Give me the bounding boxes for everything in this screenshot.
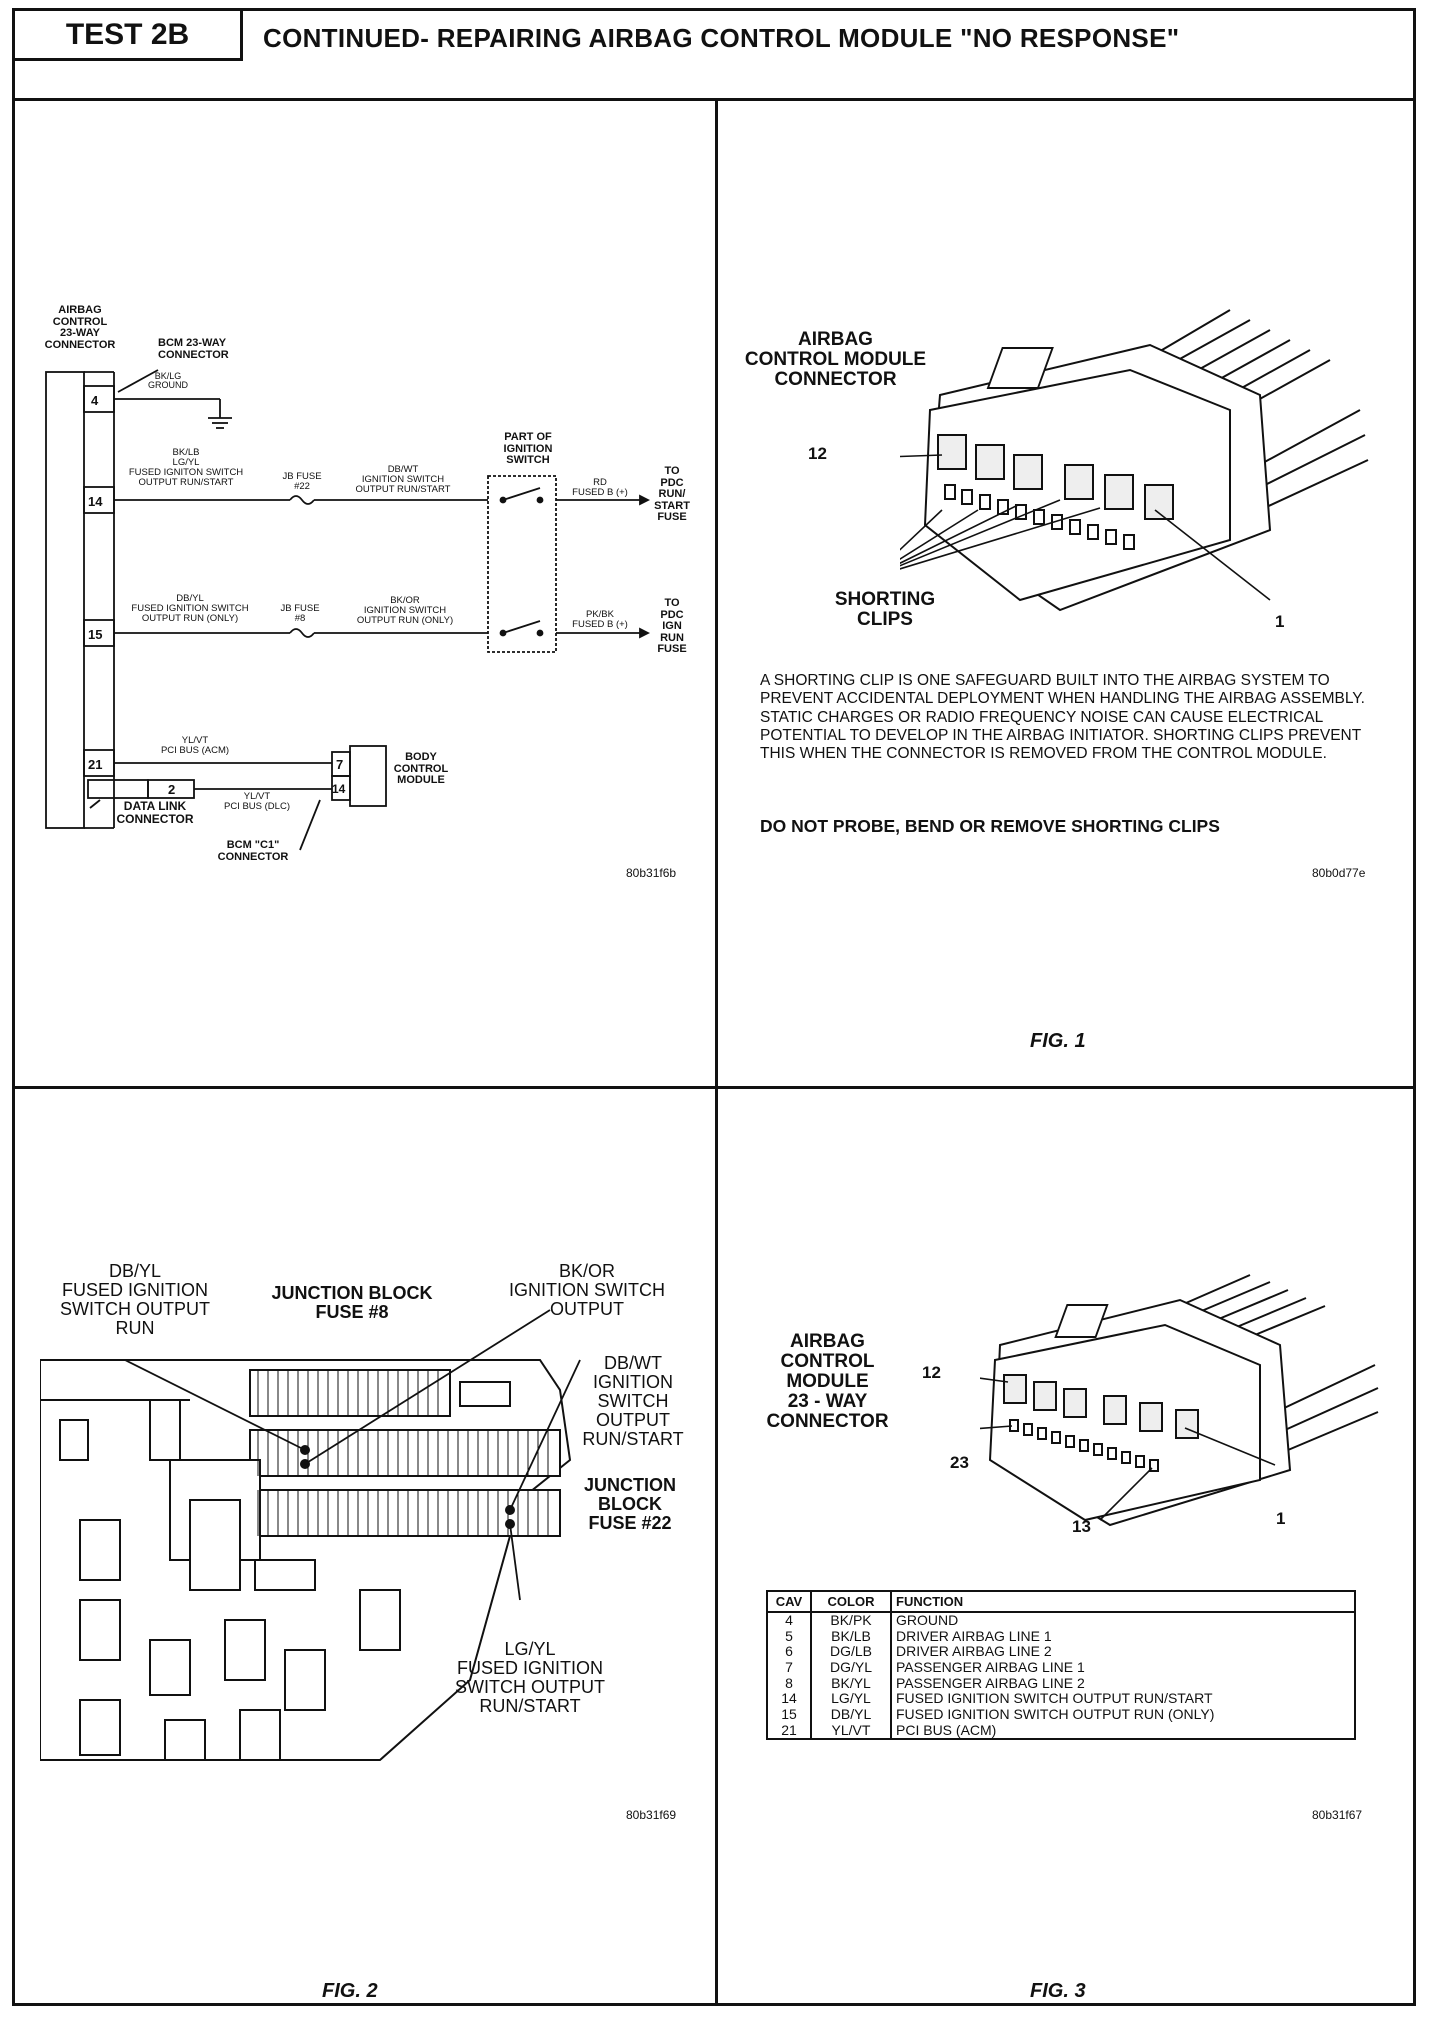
column-divider bbox=[715, 98, 718, 2006]
fig3-connector-drawing bbox=[980, 1274, 1379, 1527]
jb-fuse22-label: JB FUSE#22 bbox=[282, 471, 322, 492]
cavity-table-header: CAV COLOR FUNCTION bbox=[766, 1590, 1356, 1613]
cell-color: YL/VT bbox=[810, 1722, 891, 1740]
fig1-caption: FIG. 1 bbox=[1030, 1030, 1086, 1052]
cell-cav: 21 bbox=[781, 1721, 797, 1738]
header-divider bbox=[15, 98, 1413, 101]
schematic-code: 80b31f6b bbox=[626, 866, 677, 880]
pin-4: 4 bbox=[91, 393, 99, 408]
cell-function: DRIVER AIRBAG LINE 1 bbox=[890, 1628, 1355, 1645]
cell-function: GROUND bbox=[890, 1612, 1355, 1629]
pin-21: 21 bbox=[88, 757, 102, 772]
fig1-callout-12: 12 bbox=[808, 444, 827, 463]
fig3-callout-23: 23 bbox=[950, 1453, 969, 1472]
cell-color: DG/LB bbox=[810, 1644, 891, 1661]
fig1-connector-drawing bbox=[900, 309, 1369, 612]
cell-cav: 15 bbox=[781, 1706, 797, 1723]
cell-function: PCI BUS (ACM) bbox=[890, 1722, 1355, 1740]
jb-fuse8-label: JB FUSE#8 bbox=[280, 603, 320, 624]
cell-function: FUSED IGNITION SWITCH OUTPUT RUN/START bbox=[890, 1691, 1355, 1708]
cell-color: BK/LB bbox=[810, 1628, 891, 1645]
cell-cav: 4 bbox=[785, 1612, 793, 1628]
cell-function: FUSED IGNITION SWITCH OUTPUT RUN (ONLY) bbox=[890, 1706, 1355, 1723]
cell-function: PASSENGER AIRBAG LINE 2 bbox=[890, 1675, 1355, 1692]
fig3-callout-12: 12 bbox=[922, 1363, 941, 1382]
bcm-pin-14: 14 bbox=[332, 782, 346, 796]
cell-cav: 8 bbox=[785, 1674, 793, 1691]
fig2-junction-block-drawing bbox=[40, 1309, 581, 1761]
pin-15: 15 bbox=[88, 627, 102, 642]
cell-color: BK/PK bbox=[810, 1612, 891, 1629]
cell-cav: 6 bbox=[785, 1643, 793, 1660]
fig3-callout-1: 1 bbox=[1276, 1509, 1286, 1528]
cell-color: DG/YL bbox=[810, 1659, 891, 1676]
col-color: COLOR bbox=[810, 1590, 892, 1613]
fig1-code: 80b0d77e bbox=[1312, 866, 1366, 880]
shorting-clip-note: A SHORTING CLIP IS ONE SAFEGUARD BUILT I… bbox=[760, 672, 1365, 763]
cell-cav: 14 bbox=[781, 1690, 797, 1707]
pin-14: 14 bbox=[88, 494, 103, 509]
cell-color: LG/YL bbox=[810, 1691, 891, 1708]
bcm-c1-label: BCM "C1"CONNECTOR bbox=[217, 839, 289, 863]
fig3-callout-13: 13 bbox=[1072, 1517, 1091, 1536]
col-function: FUNCTION bbox=[890, 1590, 1356, 1613]
cell-cav: 7 bbox=[785, 1659, 793, 1676]
fig2-caption: FIG. 2 bbox=[322, 1980, 378, 2002]
row-divider bbox=[15, 1086, 1413, 1089]
fig3-caption: FIG. 3 bbox=[1030, 1980, 1086, 2002]
cell-function: PASSENGER AIRBAG LINE 1 bbox=[890, 1659, 1355, 1676]
test-label: TEST 2B bbox=[15, 11, 243, 61]
cell-color: BK/YL bbox=[810, 1675, 891, 1692]
cell-function: DRIVER AIRBAG LINE 2 bbox=[890, 1644, 1355, 1661]
fig1-callout-1: 1 bbox=[1275, 612, 1285, 631]
cell-color: DB/YL bbox=[810, 1706, 891, 1723]
fig3-code: 80b31f67 bbox=[1312, 1808, 1363, 1822]
bcm-pin-7: 7 bbox=[336, 757, 343, 772]
cell-cav: 5 bbox=[785, 1627, 793, 1644]
service-manual-sheet: TEST 2B CONTINUED- REPAIRING AIRBAG CONT… bbox=[12, 8, 1416, 2006]
col-cav: CAV bbox=[766, 1590, 812, 1613]
dlc-pin-2: 2 bbox=[168, 782, 175, 797]
fig2-code: 80b31f69 bbox=[626, 1808, 677, 1822]
page-title: CONTINUED- REPAIRING AIRBAG CONTROL MODU… bbox=[263, 23, 1180, 53]
shorting-clip-warning: DO NOT PROBE, BEND OR REMOVE SHORTING CL… bbox=[760, 816, 1220, 836]
